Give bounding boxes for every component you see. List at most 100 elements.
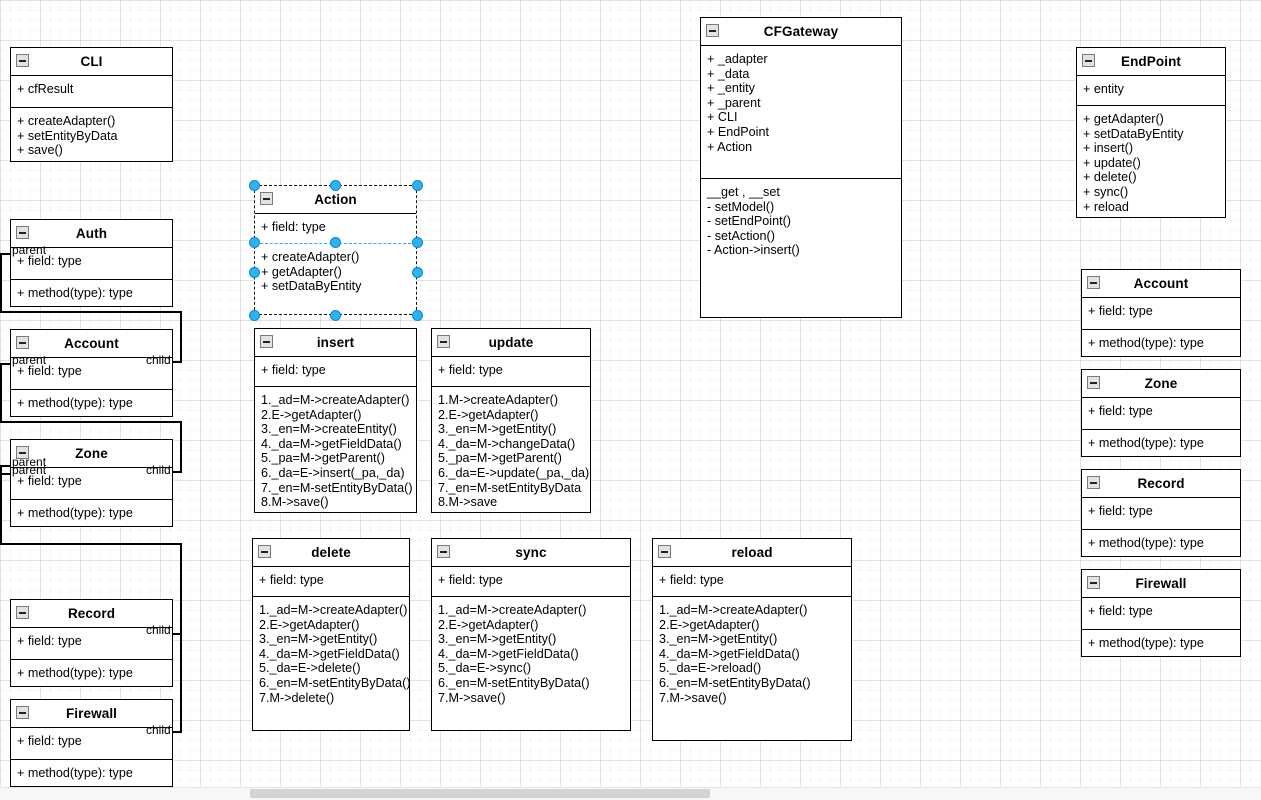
- minus-square-collapse-icon[interactable]: [260, 192, 273, 205]
- minus-square-collapse-icon[interactable]: [658, 545, 671, 558]
- minus-square-collapse-icon[interactable]: [16, 54, 29, 67]
- uml-method: - Action->insert(): [707, 243, 800, 258]
- connector-record-right-v[interactable]: [180, 633, 182, 733]
- connector-firewall-child-h[interactable]: [168, 731, 182, 733]
- uml-class-record-right[interactable]: Record+ field: type+ method(type): type: [1081, 469, 1241, 557]
- uml-attribute: + field: type: [1088, 304, 1153, 318]
- minus-square-collapse-icon[interactable]: [1087, 276, 1100, 289]
- uml-attributes-delete: + field: type: [253, 567, 409, 597]
- uml-class-header-auth: Auth: [11, 220, 172, 248]
- connector-auth-parent-h-in[interactable]: [0, 253, 14, 255]
- connector-record-child-h[interactable]: [168, 633, 182, 635]
- uml-class-header-delete: delete: [253, 539, 409, 567]
- resize-handle-e[interactable]: [411, 266, 423, 278]
- connector-zone-bottom-h[interactable]: [0, 543, 182, 545]
- uml-class-cfgateway[interactable]: CFGateway+ _adapter+ _data+ _entity+ _pa…: [700, 17, 902, 318]
- resize-handle-e-mid[interactable]: [411, 236, 423, 248]
- resize-handle-w-mid[interactable]: [248, 236, 260, 248]
- uml-attribute: + field: type: [261, 363, 326, 377]
- resize-handle-n[interactable]: [330, 179, 341, 191]
- uml-attribute: + field: type: [259, 573, 324, 587]
- uml-method: 3._en=M->getEntity(): [438, 422, 557, 437]
- resize-handle-mid[interactable]: [330, 236, 341, 248]
- connector-auth-right-v[interactable]: [180, 311, 182, 363]
- uml-class-account-right[interactable]: Account+ field: type+ method(type): type: [1081, 269, 1241, 357]
- uml-class-firewall-left[interactable]: Firewall+ field: type+ method(type): typ…: [10, 699, 173, 787]
- uml-class-zone-right[interactable]: Zone+ field: type+ method(type): type: [1081, 369, 1241, 457]
- minus-square-collapse-icon[interactable]: [16, 606, 29, 619]
- uml-methods-account-left: + method(type): type: [11, 390, 172, 417]
- uml-attribute: + CLI: [707, 110, 738, 125]
- uml-class-title: Record: [1137, 476, 1185, 491]
- resize-handle-w[interactable]: [248, 266, 260, 278]
- connector-auth-parent-v[interactable]: [0, 253, 2, 313]
- uml-method: 6._en=M-setEntityByData(): [659, 675, 811, 690]
- uml-method: 4._da=M->getFieldData(): [438, 646, 579, 661]
- uml-method: 7._en=M-setEntityByData: [438, 480, 582, 495]
- uml-method: + reload: [1083, 199, 1129, 214]
- resize-handle-sw[interactable]: [248, 309, 260, 321]
- uml-class-firewall-right[interactable]: Firewall+ field: type+ method(type): typ…: [1081, 569, 1241, 657]
- uml-class-action[interactable]: Action+ field: type+ createAdapter()+ ge…: [254, 185, 417, 315]
- uml-class-record-left[interactable]: Record+ field: type+ method(type): type: [10, 599, 173, 687]
- connector-account-right-v[interactable]: [180, 421, 182, 473]
- connector-account-parent-h-in[interactable]: [0, 363, 14, 365]
- minus-square-collapse-icon[interactable]: [437, 335, 450, 348]
- resize-handle-ne[interactable]: [411, 179, 423, 191]
- minus-square-collapse-icon[interactable]: [16, 446, 29, 459]
- uml-class-header-zone-left: Zone: [11, 440, 172, 468]
- minus-square-collapse-icon[interactable]: [1087, 476, 1100, 489]
- minus-square-collapse-icon[interactable]: [258, 545, 271, 558]
- uml-methods-cli: + createAdapter()+ setEntityByData+ save…: [11, 108, 172, 164]
- uml-class-auth[interactable]: Auth+ field: type+ method(type): type: [10, 219, 173, 307]
- uml-method: + delete(): [1083, 170, 1137, 185]
- connector-zone-parent-v[interactable]: [0, 465, 2, 545]
- uml-method: + setEntityByData: [17, 128, 118, 143]
- connector-auth-bottom-h[interactable]: [0, 311, 182, 313]
- uml-class-zone-left[interactable]: Zone+ field: type+ method(type): type: [10, 439, 173, 527]
- uml-methods-update: 1.M->createAdapter()2.E->getAdapter()3._…: [432, 387, 590, 516]
- connector-zone-parent-h-in1[interactable]: [0, 465, 14, 467]
- minus-square-collapse-icon[interactable]: [16, 336, 29, 349]
- uml-method: + sync(): [1083, 184, 1129, 199]
- connector-zone-parent-h-in2[interactable]: [0, 473, 14, 475]
- horizontal-scrollbar-thumb[interactable]: [250, 789, 710, 798]
- uml-class-update[interactable]: update + field: type 1.M->createAdapter()2…: [431, 328, 591, 513]
- uml-class-cli[interactable]: CLI+ cfResult+ createAdapter()+ setEntit…: [10, 47, 173, 162]
- minus-square-collapse-icon[interactable]: [1082, 54, 1095, 67]
- minus-square-collapse-icon[interactable]: [16, 706, 29, 719]
- connector-zone-child-h[interactable]: [168, 471, 182, 473]
- uml-method: 2.E->getAdapter(): [261, 407, 362, 422]
- uml-class-account-left[interactable]: Account+ field: type+ method(type): type: [10, 329, 173, 417]
- resize-handle-se[interactable]: [411, 309, 423, 321]
- minus-square-collapse-icon[interactable]: [16, 226, 29, 239]
- uml-class-header-account-right: Account: [1082, 270, 1240, 298]
- minus-square-collapse-icon[interactable]: [260, 335, 273, 348]
- connector-account-parent-v[interactable]: [0, 363, 2, 423]
- uml-method: + method(type): type: [17, 396, 133, 410]
- uml-attribute: + field: type: [438, 363, 503, 377]
- connector-account-child-h[interactable]: [168, 361, 182, 363]
- uml-method: 3._en=M->getEntity(): [259, 632, 378, 647]
- connector-account-bottom-h[interactable]: [0, 421, 182, 423]
- uml-method: 6._da=E->update(_pa,_da): [438, 465, 590, 480]
- uml-method: + setDataByEntity: [1083, 126, 1184, 141]
- uml-method: + method(type): type: [17, 286, 133, 300]
- uml-class-endpoint[interactable]: EndPoint+ entity+ getAdapter()+ setDataB…: [1076, 47, 1226, 218]
- resize-handle-nw[interactable]: [248, 179, 260, 191]
- minus-square-collapse-icon[interactable]: [1087, 376, 1100, 389]
- connector-zone-right-v[interactable]: [180, 543, 182, 635]
- uml-class-title: EndPoint: [1120, 54, 1182, 69]
- resize-handle-s[interactable]: [330, 309, 341, 321]
- minus-square-collapse-icon[interactable]: [1087, 576, 1100, 589]
- uml-class-title: update: [488, 335, 534, 350]
- uml-attribute: + field: type: [1088, 504, 1153, 518]
- minus-square-collapse-icon[interactable]: [706, 24, 719, 37]
- minus-square-collapse-icon[interactable]: [437, 545, 450, 558]
- uml-method: + method(type): type: [17, 766, 133, 780]
